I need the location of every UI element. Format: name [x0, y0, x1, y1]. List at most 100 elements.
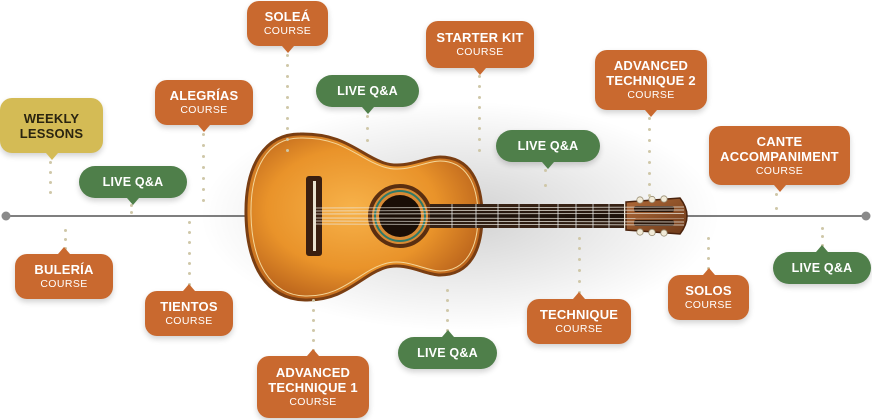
connector-dot: [477, 116, 481, 120]
connector-dot: [63, 228, 67, 232]
solos-title: SOLOS: [685, 283, 732, 298]
technique-course-bubble[interactable]: TECHNIQUE COURSE: [527, 292, 631, 344]
connector-dot: [48, 180, 52, 184]
advanced-technique-1-line2: TECHNIQUE 1: [268, 380, 358, 395]
connector-dot: [774, 192, 778, 196]
connector-dot: [285, 116, 289, 120]
connector-dot: [285, 95, 289, 99]
connector-dot: [48, 170, 52, 174]
connector-dot: [187, 251, 191, 255]
connector-dot: [706, 256, 710, 260]
live-qa-bubble-1[interactable]: LIVE Q&A: [79, 166, 187, 205]
connector-dot: [647, 171, 651, 175]
connector-dot: [477, 95, 481, 99]
guitar-headstock: [625, 197, 688, 235]
solea-title: SOLEÁ: [264, 9, 311, 24]
connector-dot: [201, 198, 205, 202]
connector-dot: [774, 206, 778, 210]
advanced-technique-1-course-bubble[interactable]: ADVANCED TECHNIQUE 1 COURSE: [257, 349, 369, 418]
connector-dot: [285, 137, 289, 141]
starter-kit-course-bubble[interactable]: STARTER KIT COURSE: [426, 21, 534, 75]
alegrias-title: ALEGRÍAS: [169, 88, 239, 103]
connector-dot: [577, 279, 581, 283]
cante-accompaniment-line2: ACCOMPANIMENT: [720, 148, 839, 164]
connector-dot: [285, 53, 289, 57]
connector-dot: [543, 168, 547, 172]
connector-dot: [201, 187, 205, 191]
connector-dot: [647, 138, 651, 142]
connector-dot: [445, 318, 449, 322]
connector-dot: [285, 127, 289, 131]
connector-dot: [311, 318, 315, 322]
starter-kit-subtitle: COURSE: [456, 46, 504, 58]
connector-dot: [647, 193, 651, 197]
connector-dot: [201, 132, 205, 136]
tientos-subtitle: COURSE: [165, 315, 213, 327]
starter-kit-title: STARTER KIT: [436, 30, 524, 45]
live-qa-label-4: LIVE Q&A: [417, 345, 478, 360]
connector-dot: [543, 183, 547, 187]
connector-dot: [285, 106, 289, 110]
cante-accompaniment-subtitle: COURSE: [755, 164, 804, 177]
connector-dot: [577, 236, 581, 240]
alegrias-subtitle: COURSE: [180, 104, 228, 116]
live-qa-bubble-3[interactable]: LIVE Q&A: [496, 130, 600, 169]
solos-subtitle: COURSE: [684, 299, 733, 311]
live-qa-label-2: LIVE Q&A: [337, 83, 398, 98]
connector-dot: [311, 308, 315, 312]
connector-dot: [365, 138, 369, 142]
connector-dot: [477, 148, 481, 152]
sound-hole: [379, 195, 421, 237]
connector-dot: [311, 338, 315, 342]
tientos-course-bubble[interactable]: TIENTOS COURSE: [145, 284, 233, 336]
cante-accompaniment-course-bubble[interactable]: CANTE ACCOMPANIMENT COURSE: [709, 126, 850, 192]
connector-dot: [63, 237, 67, 241]
advanced-technique-2-course-bubble[interactable]: ADVANCED TECHNIQUE 2 COURSE: [595, 50, 707, 117]
alegrias-course-bubble[interactable]: ALEGRÍAS COURSE: [155, 80, 253, 132]
connector-dot: [48, 160, 52, 164]
solos-course-bubble[interactable]: SOLOS COURSE: [668, 268, 749, 320]
timeline-end-dot: [861, 211, 871, 221]
guitar-illustration: [244, 132, 688, 302]
advanced-technique-2-line1: ADVANCED: [613, 58, 689, 73]
connector-dot: [201, 176, 205, 180]
live-qa-label-1: LIVE Q&A: [102, 174, 164, 189]
live-qa-bubble-5[interactable]: LIVE Q&A: [773, 245, 871, 284]
connector-dot: [706, 236, 710, 240]
connector-dot: [129, 203, 133, 207]
connector-dot: [577, 258, 581, 262]
technique-subtitle: COURSE: [555, 323, 603, 335]
connector-dot: [187, 241, 191, 245]
solea-subtitle: COURSE: [263, 25, 312, 37]
advanced-technique-1-line1: ADVANCED: [275, 365, 351, 380]
connector-dot: [577, 268, 581, 272]
advanced-technique-2-line2: TECHNIQUE 2: [606, 73, 696, 88]
buleria-course-bubble[interactable]: BULERÍA COURSE: [15, 247, 113, 299]
connector-dot: [445, 298, 449, 302]
buleria-title: BULERÍA: [34, 262, 94, 277]
buleria-subtitle: COURSE: [40, 278, 88, 290]
connector-dot: [365, 126, 369, 130]
connector-dot: [477, 74, 481, 78]
connector-dot: [577, 247, 581, 251]
connector-dot: [706, 246, 710, 250]
weekly-lessons-bubble[interactable]: WEEKLY LESSONS: [0, 98, 103, 160]
connector-dot: [445, 288, 449, 292]
connector-dot: [187, 230, 191, 234]
connector-dot: [285, 148, 289, 152]
weekly-lessons-line2: LESSONS: [19, 125, 84, 141]
solea-course-bubble[interactable]: SOLEÁ COURSE: [247, 1, 328, 53]
connector-dot: [647, 160, 651, 164]
connector-dot: [285, 85, 289, 89]
live-qa-bubble-2[interactable]: LIVE Q&A: [316, 75, 419, 114]
connector-dot: [48, 190, 52, 194]
live-qa-bubble-4[interactable]: LIVE Q&A: [398, 330, 497, 369]
connector-dot: [129, 210, 133, 214]
connector-dot: [477, 106, 481, 110]
cante-accompaniment-line1: CANTE: [756, 133, 803, 149]
connector-dot: [285, 64, 289, 68]
guitar-body: [244, 132, 484, 302]
connector-dot: [311, 298, 315, 302]
live-qa-label-5: LIVE Q&A: [791, 260, 853, 275]
connector-dot: [647, 116, 651, 120]
